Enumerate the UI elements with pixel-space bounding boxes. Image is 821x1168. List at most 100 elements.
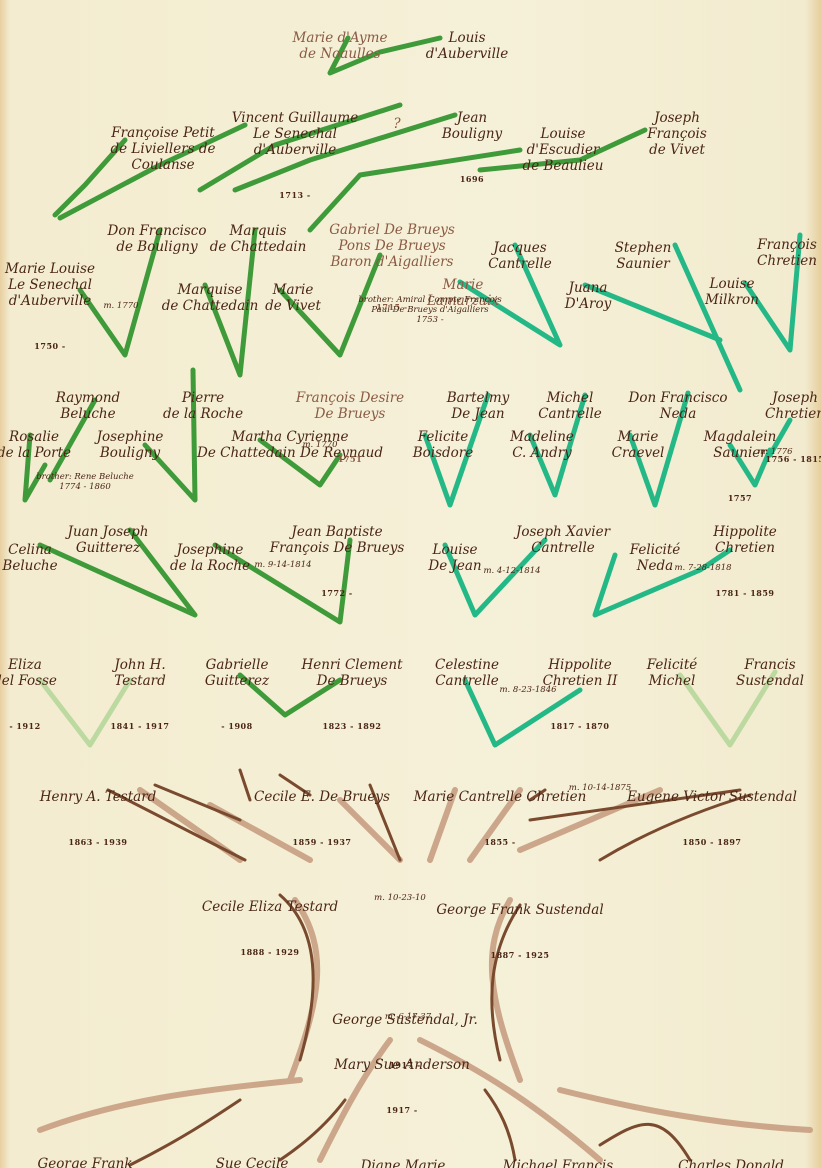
person-name: Celestine Cantrelle: [435, 657, 499, 689]
person-louise-d-escudier: Louise d'Escudier de Beaulieu: [523, 94, 604, 206]
person-jacques-cantrelle: Jacques Cantrelle: [488, 208, 552, 304]
person-felicite-michel: Felicité Michel: [647, 625, 698, 721]
person-name: Louise De Jean: [428, 542, 482, 574]
person-name: Marquis de Chattedain: [209, 223, 307, 255]
person-pierre-de-la-roche: Pierre de la Roche: [163, 358, 243, 454]
person-felicite-neda: Felicité Neda: [630, 510, 681, 606]
person-name: George Frank Sustendal: [436, 902, 604, 918]
person-dates: 1850 - 1897: [682, 837, 742, 847]
person-louise-milkron: Louise Milkron: [705, 244, 759, 340]
person-juan-joseph-guitterez: Juan Joseph Guitterez: [68, 492, 149, 588]
person-eugene-sustendal: Eugene Victor Sustendal 1850 - 1897: [627, 757, 797, 879]
person-name: Bartelmy De Jean: [446, 390, 510, 422]
person-louis-d-auberville: Louis d'Auberville: [426, 0, 508, 94]
person-magdalein-saunier: Magdalein Saunier 1757: [704, 397, 777, 535]
person-name: Marquise de Chattedain: [161, 282, 259, 314]
person-dates: 1855 -: [484, 837, 516, 847]
person-dates: 1751: [337, 454, 363, 464]
person-joseph-francois-de-vivet: Joseph François de Vivet: [647, 78, 707, 190]
person-john-testard: John H. Testard 1841 - 1917: [111, 625, 170, 763]
person-juana-d-aroy: Juana D'Aroy: [565, 248, 612, 344]
person-name: Hippolite Chretien: [713, 524, 777, 556]
note-brother-admiral: brother: Amiral Compte François Paul De …: [358, 295, 502, 325]
person-name: Françoise Petit de Liviellers de Coulans…: [110, 125, 216, 173]
person-name: Marie d'Ayme de Noaulles: [292, 30, 388, 62]
person-henri-clement: Henri Clement De Brueys 1823 - 1892: [301, 625, 402, 763]
person-name: Joseph Xavier Cantrelle: [515, 524, 611, 556]
person-name: Cecile E. De Brueys: [254, 789, 390, 805]
person-name: Felicite Boisdore: [412, 429, 474, 461]
person-martha-cyrienne: Martha Cyrienne De Chattedain De Reynaud: [197, 397, 383, 493]
person-george-frank-sustendal: George Frank Sustendal 1887 - 1925: [436, 870, 603, 992]
person-marie-de-vivet: Marie de Vivet: [265, 250, 321, 346]
person-name: Diane Marie Sustendal: [360, 1158, 446, 1168]
marriage-note-1875: m. 10-14-1875: [568, 783, 632, 793]
person-charles-donald: Charles Donald Sustendal 2-5-51: [678, 1126, 784, 1168]
person-name: Louise Milkron: [705, 276, 759, 308]
teal-branches: [422, 232, 803, 748]
person-name: ?: [393, 116, 401, 132]
person-name: Celina Beluche: [2, 542, 58, 574]
person-name: Marie de Vivet: [265, 282, 321, 314]
marriage-note-1818: m. 7-28-1818: [674, 563, 732, 573]
person-name: Jacques Cantrelle: [488, 240, 552, 272]
person-dates: 1823 - 1892: [322, 721, 382, 731]
person-name: Stephen Saunier: [614, 240, 672, 272]
person-dates: 1863 - 1939: [68, 837, 128, 847]
person-unknown: ?: [388, 84, 405, 164]
person-dates: 1817 - 1870: [550, 721, 610, 731]
marriage-note-1814-apr: m. 4-12-1814: [483, 566, 541, 576]
person-name: Michael Francis Sustendal: [502, 1158, 614, 1168]
person-name: Mary Sue Anderson: [334, 1057, 470, 1073]
person-name: Joseph Chretien: [765, 390, 821, 422]
person-name: Don Francisco Neda: [628, 390, 728, 422]
person-marie-cantrelle-chretien: Marie Cantrelle Chretien 1855 -: [414, 757, 587, 879]
person-name: Josephine de la Roche: [169, 542, 251, 574]
person-celina-beluche: Celina Beluche: [2, 510, 57, 606]
person-name: Rosalie de la Porte: [0, 429, 72, 461]
person-mary-sue-anderson: Mary Sue Anderson 1917 -: [334, 1025, 470, 1147]
person-dates: 1917 -: [386, 1105, 418, 1115]
person-celestine-cantrelle: Celestine Cantrelle: [435, 625, 499, 721]
person-name: François Chretien: [757, 237, 817, 269]
person-jean-baptiste: Jean Baptiste François De Brueys 1772 -: [270, 492, 405, 630]
marriage-note-1814-sep: m. 9-14-1814: [254, 560, 312, 570]
person-dates: 1750 -: [34, 341, 66, 351]
person-bartelmy-de-jean: Bartelmy De Jean: [447, 358, 510, 454]
person-name: Eliza del Fosse: [0, 657, 57, 689]
person-sue-cecile: Sue Cecile Sustendal 4-24-42: [216, 1124, 289, 1168]
person-name: Raymond Beluche: [55, 390, 121, 422]
person-dates: 1757: [727, 493, 753, 503]
person-stephen-saunier: Stephen Saunier: [615, 208, 672, 304]
person-name: Gabriel De Brueys Pons De Brueys Baron d…: [329, 222, 455, 270]
trunk-dark-strokes: [106, 768, 752, 1167]
person-dates: 1841 - 1917: [110, 721, 170, 731]
person-name: Gabrielle Guitterez: [204, 657, 270, 689]
marriage-note-1937: m. 6-17-37: [384, 1012, 432, 1022]
person-francis-sustendal: Francis Sustendal: [736, 625, 804, 721]
person-marquis-chattedain: Marquis de Chattedain: [210, 191, 307, 287]
person-dates: 1917 -: [389, 1060, 421, 1070]
person-name: George Sustendal, Jr.: [332, 1012, 478, 1028]
person-george-jr: George Sustendal, Jr. 1917 -: [332, 980, 478, 1102]
person-name: Louis d'Auberville: [425, 30, 509, 62]
person-name: Sue Cecile Sustendal: [215, 1156, 289, 1168]
person-dates: 1756 - 1815: [765, 454, 821, 464]
person-don-francisco-bouligny: Don Francisco de Bouligny: [108, 191, 207, 287]
person-don-francisco-neda: Don Francisco Neda: [629, 358, 728, 454]
person-name: Don Francisco de Bouligny: [107, 223, 207, 255]
person-name: John H. Testard: [114, 657, 166, 689]
person-name: Josephine Bouligny: [96, 429, 164, 461]
green-branches-top: [22, 35, 648, 718]
person-dates: 1888 - 1929: [240, 947, 300, 957]
person-dates: - 1912: [9, 721, 41, 731]
person-name: George Frank Sustendal, III: [37, 1156, 133, 1168]
person-name: Felicité Neda: [629, 542, 681, 574]
person-jean-bouligny: Jean Bouligny 1696: [442, 78, 502, 216]
note-brother-rene: brother: Rene Beluche 1774 - 1860: [36, 472, 134, 492]
person-joseph-chretien: Joseph Chretien 1756 - 1815: [765, 358, 821, 496]
person-marie-louise: Marie Louise Le Senechal d'Auberville 17…: [5, 229, 95, 383]
trunk-light-strokes: [37, 787, 813, 1163]
marriage-note-1910: m. 10-23-10: [374, 893, 426, 903]
